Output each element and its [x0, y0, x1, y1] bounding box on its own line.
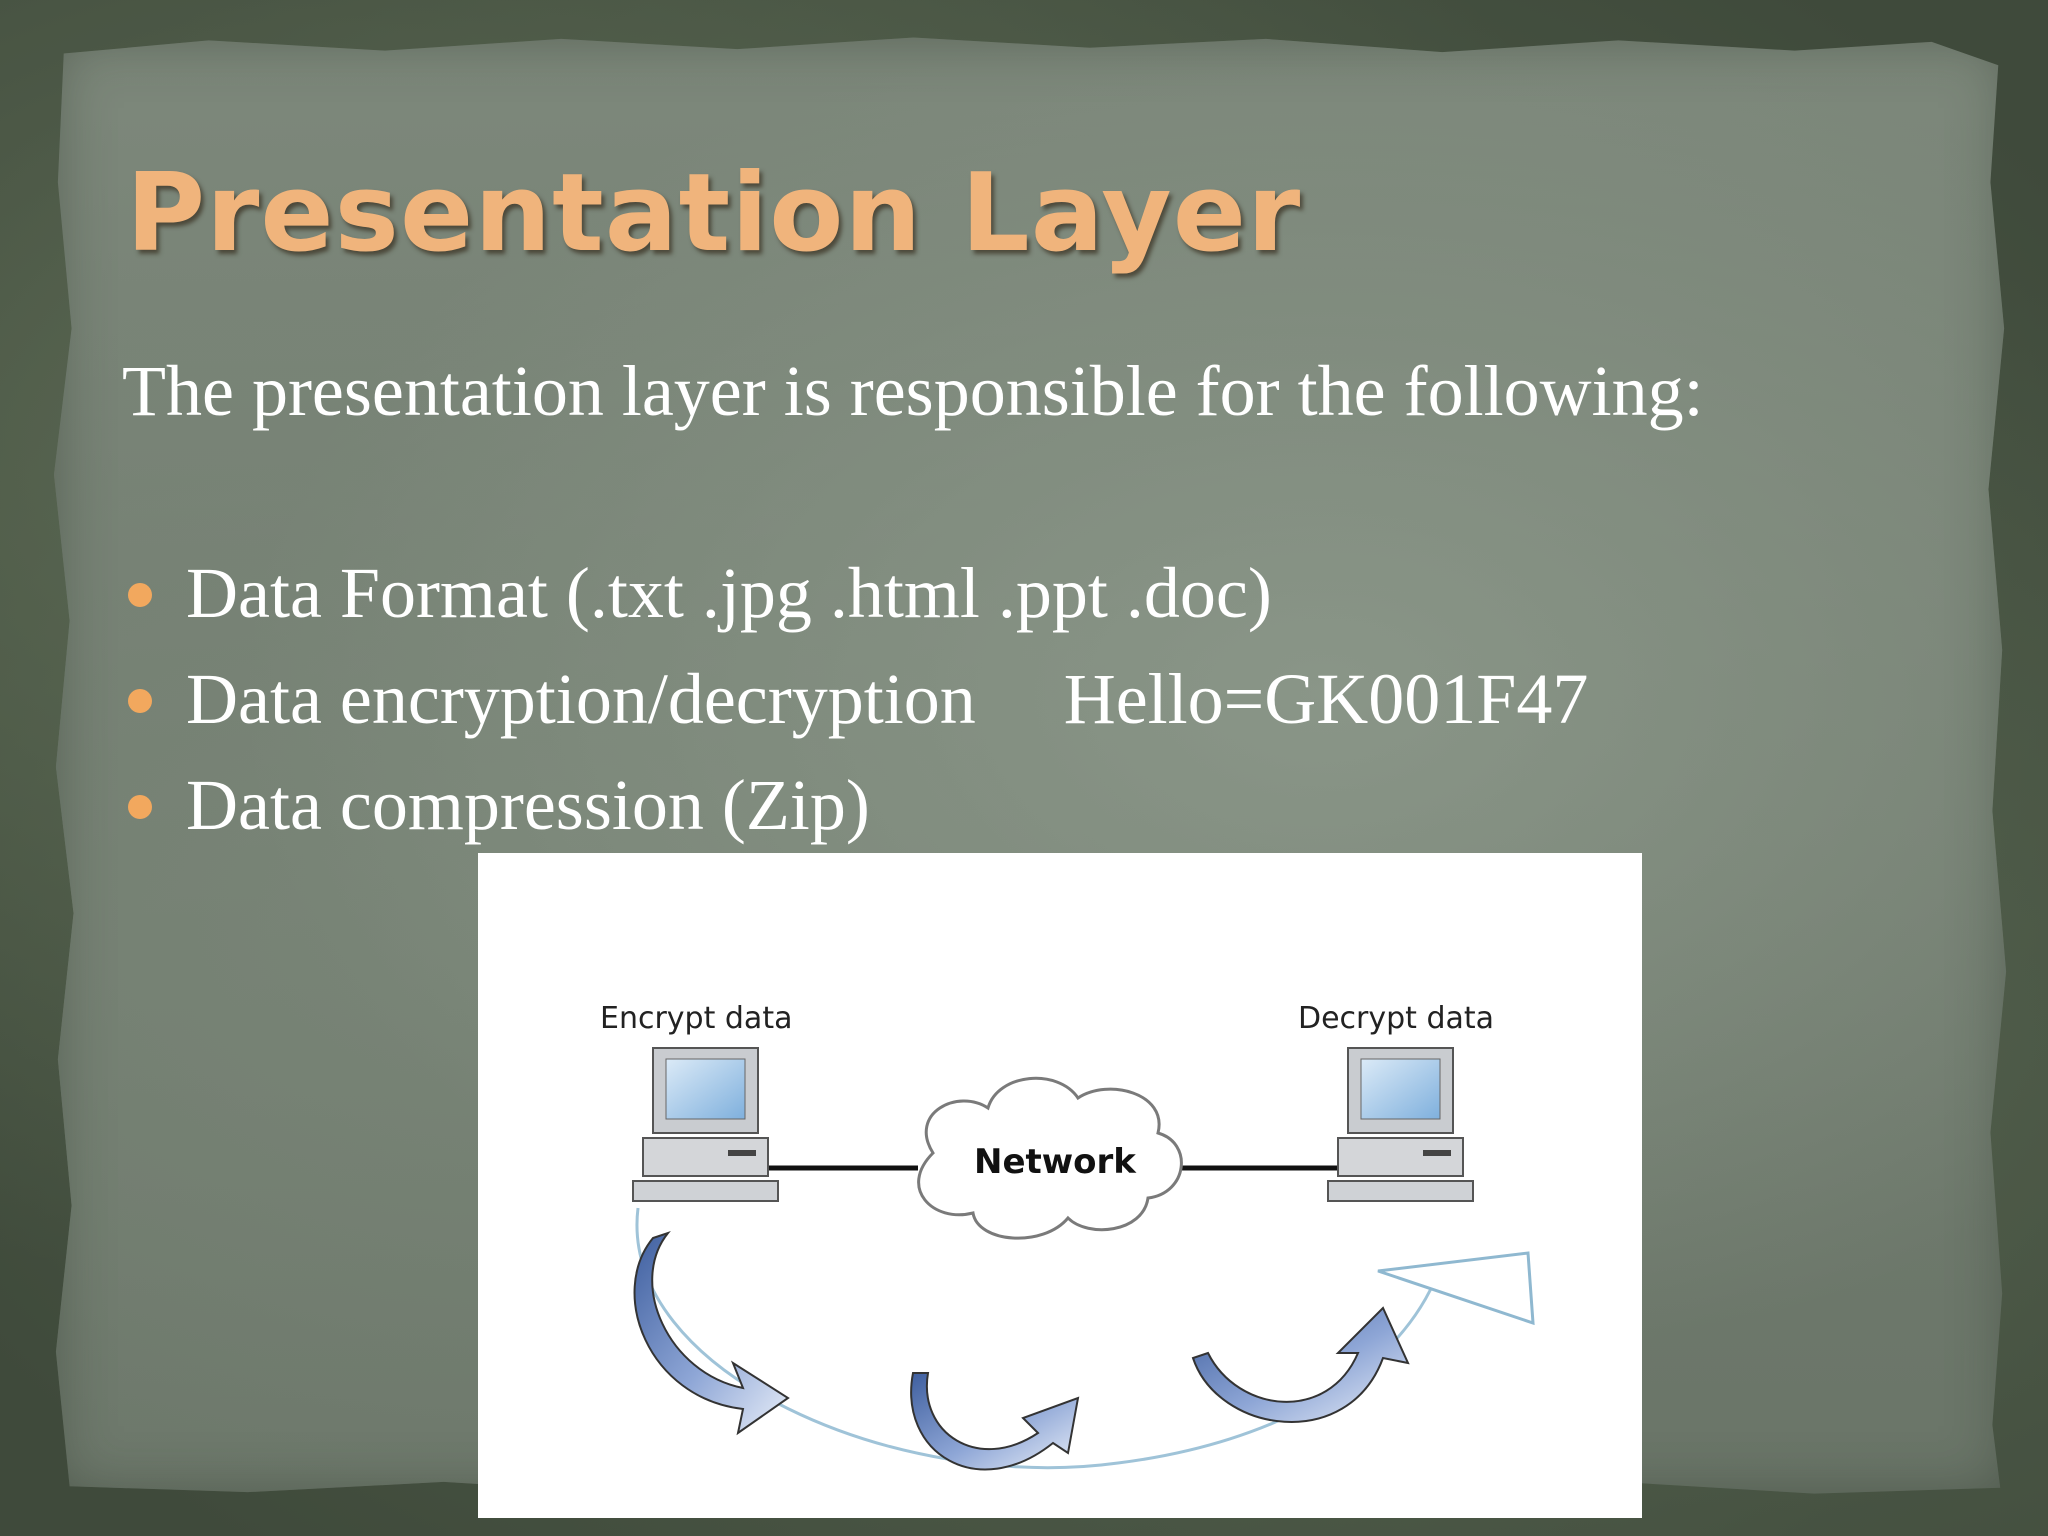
curved-arrow-icon: [910, 1372, 1080, 1471]
curved-arrow-icon: [1191, 1306, 1410, 1423]
encrypt-data-label: Encrypt data: [600, 1001, 792, 1036]
outer-loop-arrowhead: [1377, 1251, 1535, 1326]
cloud-icon: [917, 1076, 1183, 1240]
bullet-item-data-format: Data Format (.txt .jpg .html .ppt .doc): [126, 545, 1588, 651]
bullet-icon: [128, 583, 152, 607]
bullet-icon: [128, 689, 152, 713]
bullet-text: Data encryption/decryption: [186, 659, 976, 739]
bullet-icon: [128, 795, 152, 819]
network-label: Network: [974, 1142, 1137, 1182]
sender-computer-icon: [632, 1047, 779, 1202]
encryption-diagram: Encrypt data Decrypt data Network: [478, 853, 1642, 1518]
slide-title: Presentation Layer: [126, 151, 1302, 276]
encryption-example: Hello=GK001F47: [1063, 659, 1589, 739]
decrypt-data-label: Decrypt data: [1298, 1001, 1494, 1036]
bullet-item-compression: Data compression (Zip): [126, 757, 1588, 863]
bullet-list: Data Format (.txt .jpg .html .ppt .doc) …: [126, 545, 1588, 863]
intro-text: The presentation layer is responsible fo…: [122, 351, 1704, 431]
bullet-item-encryption: Data encryption/decryption Hello=GK001F4…: [126, 651, 1588, 757]
receiver-computer-icon: [1327, 1047, 1474, 1202]
curved-arrow-icon: [633, 1230, 790, 1436]
bullet-text: Data Format (.txt .jpg .html .ppt .doc): [186, 553, 1272, 633]
bullet-text: Data compression (Zip): [186, 765, 870, 845]
